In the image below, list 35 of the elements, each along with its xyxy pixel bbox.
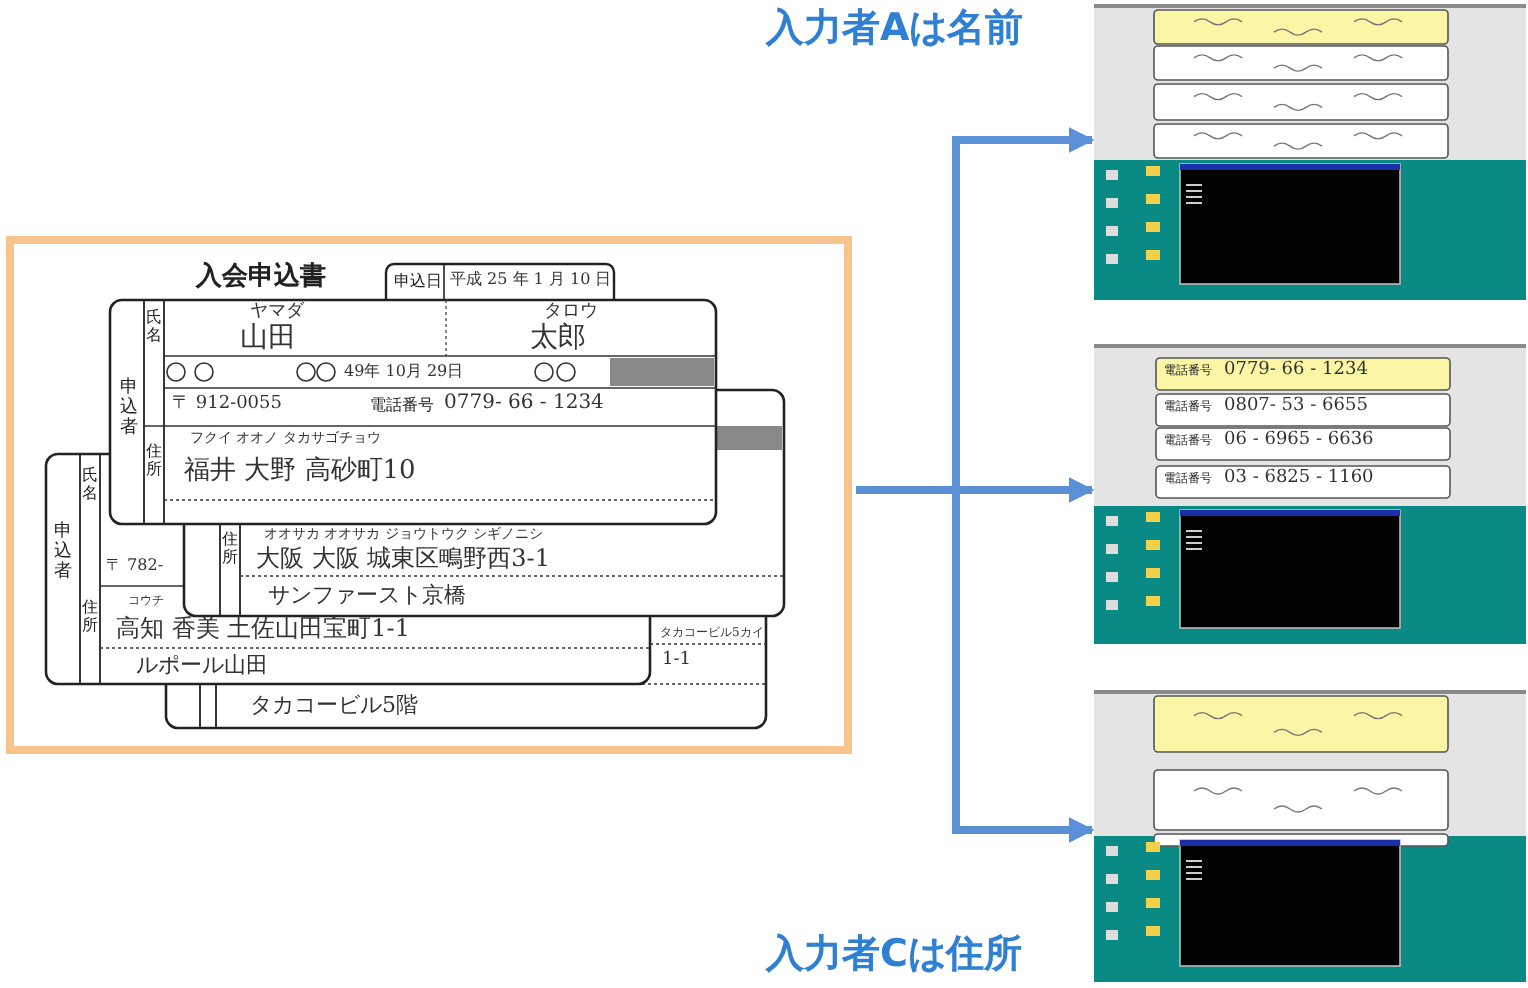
handwritten-entry: 山田: [240, 324, 296, 352]
handwritten-entry: 03 - 6825 - 1160: [1224, 470, 1374, 488]
handwritten-entry: 0779- 66 - 1234: [444, 394, 604, 414]
handwritten-entry: ルポール山田: [136, 654, 268, 676]
field-label: 氏名: [146, 310, 162, 346]
handwritten-entry: 06 - 6965 - 6636: [1224, 432, 1374, 450]
screenshot-picture: [1094, 690, 1526, 982]
handwritten-entry: ヤマダ: [250, 304, 304, 322]
handwritten-entry: 平成 25 年 1 月 10 日: [450, 272, 612, 288]
handwritten-entry: 福井 大野 高砂町10: [184, 458, 416, 484]
handwritten-entry: 49年 10月 29日: [344, 364, 464, 380]
form-title: 入会申込書: [196, 264, 326, 290]
field-label: 申込者: [54, 524, 72, 584]
handwritten-entry: 1-1: [662, 652, 691, 670]
field-label: 申込者: [120, 380, 138, 440]
handwritten-entry: サンファースト京橋: [268, 584, 466, 606]
handwritten-entry: 大阪 大阪 城東区鴫野西3-1: [256, 546, 550, 570]
field-label: 電話番号: [370, 398, 434, 414]
handwritten-entry: タロウ: [544, 304, 598, 322]
screenshot-picture: [1094, 4, 1526, 300]
handwritten-entry: 0779- 66 - 1234: [1224, 362, 1368, 380]
field-label: 氏名: [82, 468, 98, 504]
field-label: 住所: [146, 444, 162, 480]
field-label: 住所: [222, 532, 238, 568]
handwritten-entry: 高知 香美 土佐山田宝町1-1: [116, 616, 410, 640]
handwritten-entry: 0807- 53 - 6655: [1224, 398, 1368, 416]
screenshot-picture: [1094, 344, 1526, 644]
field-label: 住所: [82, 600, 98, 636]
field-label: 申込日: [394, 274, 442, 290]
handwritten-entry: 太郎: [530, 324, 586, 352]
handwritten-entry: 〒 912-0055: [172, 396, 282, 414]
heading: 入力者Cは住所: [766, 936, 1022, 974]
handwritten-entry: 〒 782-: [106, 558, 164, 574]
heading: 入力者Aは名前: [766, 10, 1024, 48]
handwritten-entry: タカコービル5階: [250, 694, 418, 716]
